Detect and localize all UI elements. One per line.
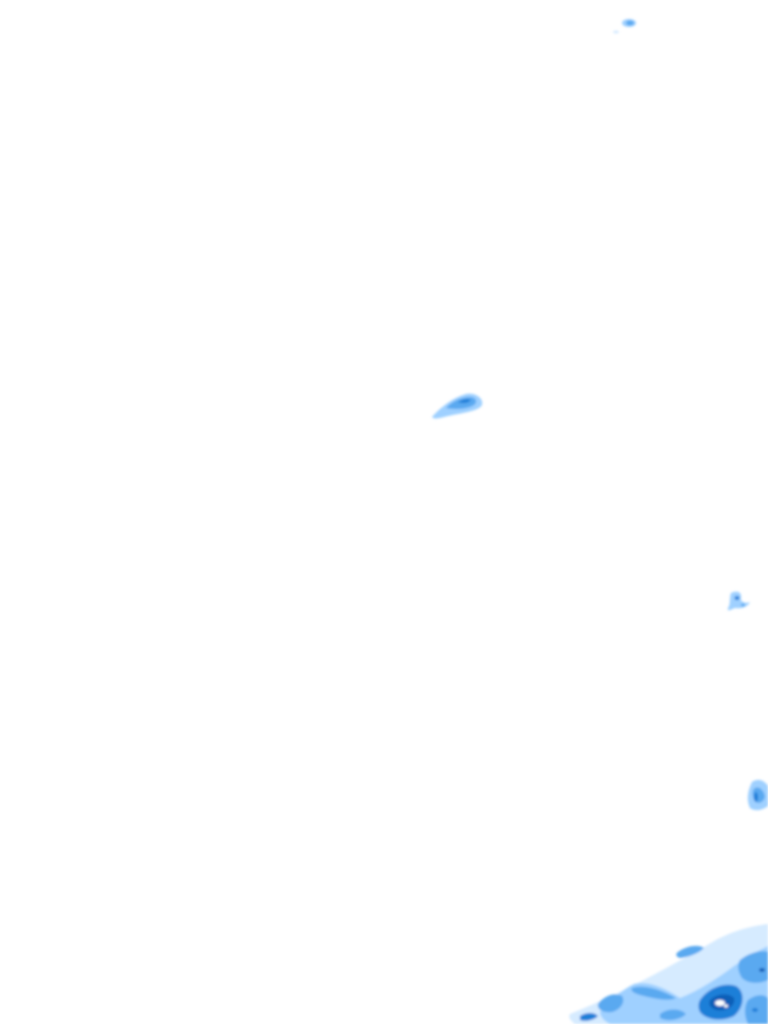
echo-top-right	[613, 19, 636, 34]
echo-right-mid	[727, 591, 750, 611]
echo-right-lower	[747, 779, 768, 811]
echo-bottom-right-band	[569, 924, 768, 1024]
echo-center	[432, 393, 483, 419]
